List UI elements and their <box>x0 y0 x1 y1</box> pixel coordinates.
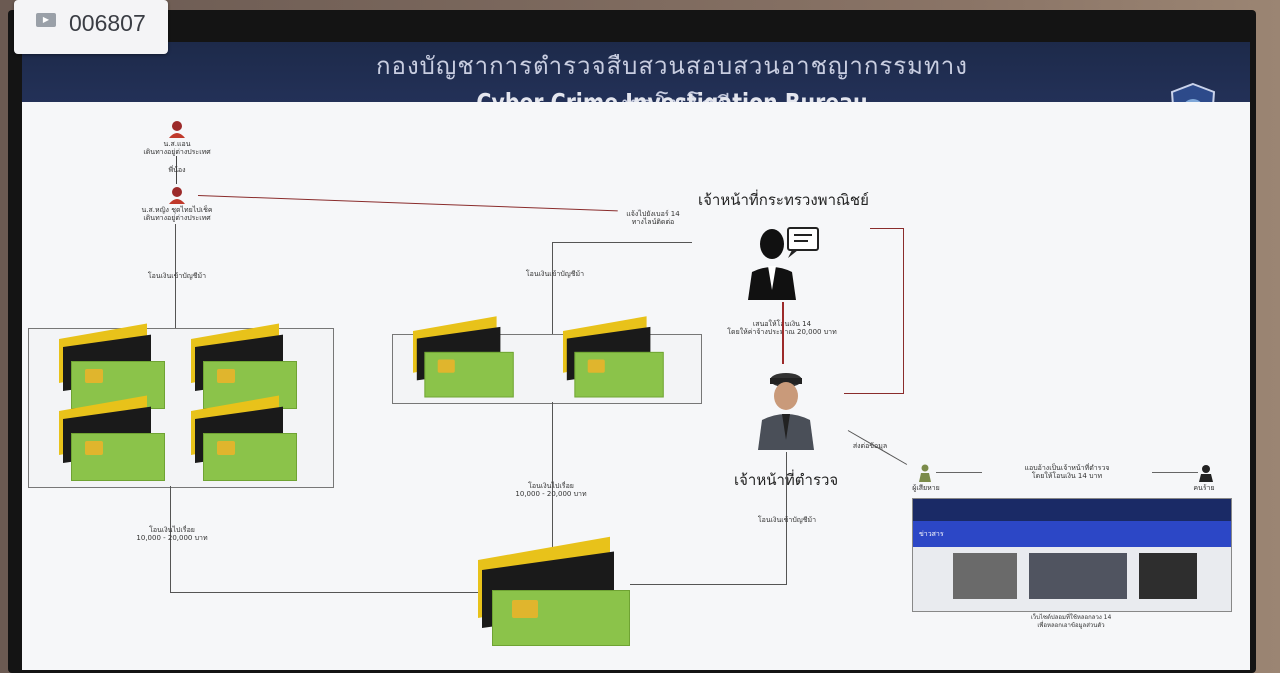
red-connector <box>870 228 904 229</box>
website-qr-image <box>1139 553 1197 599</box>
connector-line <box>175 224 176 328</box>
police-officer-icon <box>758 373 814 450</box>
website-topbar <box>913 499 1231 521</box>
header-title-thai: กองบัญชาการตำรวจสืบสวนสอบสวนอาชญากรรมทาง… <box>376 52 968 119</box>
monitor-frame: กองบัญชาการตำรวจสืบสวนสอบสวนอาชญากรรมทาง… <box>8 10 1256 673</box>
businessman-speech-icon <box>748 227 819 300</box>
website-nav-text: ข่าวสาร <box>919 530 944 538</box>
scammer-label: คนร้าย <box>1193 484 1215 492</box>
red-connector <box>844 393 904 394</box>
person2-label: น.ส.หญิง ชุดไทยไปเช็คเดินทางอยู่ต่างประเ… <box>141 206 213 222</box>
mule-accounts-group-mid <box>392 316 702 404</box>
mule-accounts-group-left <box>28 323 334 488</box>
ministry-official-title: เจ้าหน้าที่กระทรวงพาณิชย์ <box>698 191 869 209</box>
transfer-label-right: โอนเงินเข้าบัญชีม้า <box>757 516 817 524</box>
connector-line <box>630 584 787 585</box>
victim-icon <box>919 464 931 482</box>
person1-label: น.ส.แอนเดินทางอยู่ต่างประเทศ <box>143 140 211 156</box>
forward-label: ส่งต่อข้อมูล <box>852 442 888 450</box>
video-icon: ▶ <box>36 13 56 27</box>
website-navbar: ข่าวสาร <box>913 521 1231 547</box>
website-photo <box>1029 553 1127 599</box>
website-photo <box>953 553 1017 599</box>
video-id-number: 006807 <box>69 10 146 36</box>
red-connector <box>197 195 618 212</box>
transfer-label-mid: โอนเงินเข้าบัญชีม้า <box>525 270 585 278</box>
connector-line <box>552 242 553 338</box>
connector-line <box>170 592 480 593</box>
red-connector <box>903 228 904 394</box>
presentation-screen: กองบัญชาการตำรวจสืบสวนสอบสวนอาชญากรรมทาง… <box>22 42 1250 670</box>
connector-line <box>176 156 177 184</box>
red-connector <box>782 302 784 364</box>
scammer-icon <box>1199 465 1213 482</box>
connector-line <box>786 452 787 584</box>
connector-line <box>552 402 553 556</box>
fake-website-screenshot: ข่าวสาร <box>912 498 1232 612</box>
transfer-label-left: โอนเงินเข้าบัญชีม้า <box>147 272 207 280</box>
victim-label: ผู้เสียหาย <box>912 484 940 492</box>
connector-line <box>552 242 692 243</box>
diagram-area: น.ส.แอนเดินทางอยู่ต่างประเทศ พี่น้อง น.ส… <box>22 102 1250 670</box>
connector-line <box>170 486 171 592</box>
video-id-badge: ▶ 006807 <box>14 0 168 54</box>
person-red-top-icon <box>169 121 185 138</box>
person-red-bottom-icon <box>169 187 185 204</box>
scam-link-label: แอบอ้างเป็นเจ้าหน้าที่ตำรวจโดยให้โอนเงิน… <box>982 464 1152 480</box>
relation-label: พี่น้อง <box>168 166 186 174</box>
